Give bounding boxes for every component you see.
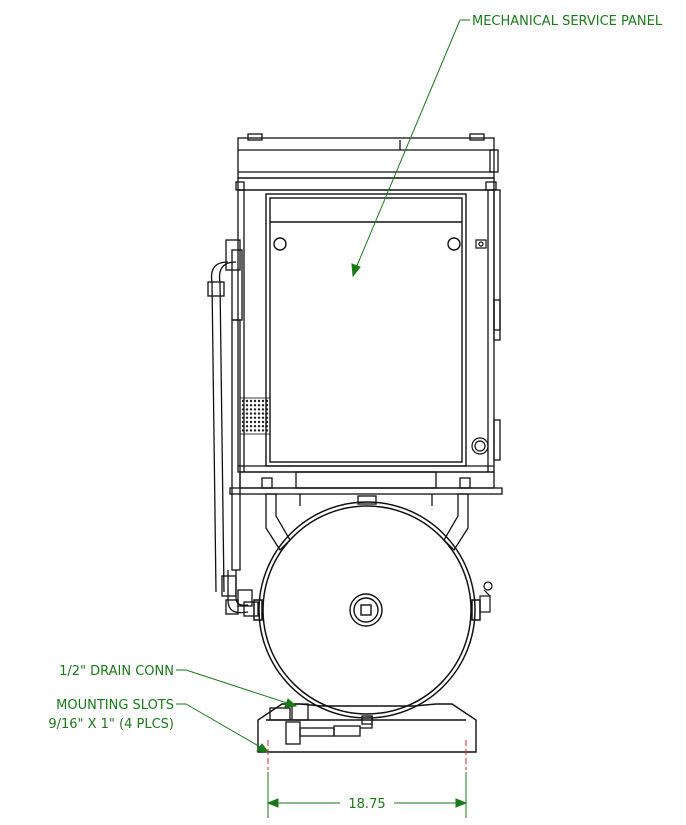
mounting-slots-callout: MOUNTING SLOTS <box>56 698 174 713</box>
width-dimension <box>266 772 468 818</box>
vent-hole <box>249 404 253 407</box>
vent-hole <box>241 412 245 415</box>
mounting-slots-size-callout: 9/16" X 1" (4 PLCS) <box>48 717 174 732</box>
vent-hole <box>261 412 265 415</box>
cabinet-top-cap <box>237 133 499 191</box>
vent-hole <box>261 429 265 432</box>
leader-lines <box>176 19 470 753</box>
vent-hole <box>253 416 257 419</box>
vent-hole <box>245 429 249 432</box>
mounting-centerlines <box>267 740 467 770</box>
vent-hole <box>241 429 245 432</box>
vent-hole <box>257 404 261 407</box>
vent-hole <box>245 416 249 419</box>
vent-hole <box>253 429 257 432</box>
vent-hole <box>245 412 249 415</box>
vent-hole <box>257 420 261 424</box>
vent-hole <box>253 399 257 403</box>
vent-hole <box>257 416 261 419</box>
vent-hole <box>249 420 253 424</box>
vent-hole <box>261 399 265 403</box>
receiver-tank <box>253 501 481 719</box>
drain-callout: 1/2" DRAIN CONN <box>59 664 174 679</box>
vent-hole <box>241 404 245 407</box>
mechanical-service-panel <box>265 193 467 467</box>
vent-hole <box>257 412 261 415</box>
vent-hole <box>261 420 265 424</box>
vent-hole <box>245 404 249 407</box>
vent-hole <box>261 425 265 428</box>
drain-valve-assembly <box>269 703 373 745</box>
vent-hole <box>245 408 249 411</box>
vent-hole <box>261 408 265 411</box>
vent-hole <box>245 420 249 424</box>
vent-hole <box>257 425 261 428</box>
vent-hole <box>253 425 257 428</box>
vent-hole <box>257 429 261 432</box>
vent-hole <box>249 416 253 419</box>
cabinet-body <box>235 181 501 473</box>
vent-hole <box>257 399 261 403</box>
vent-hole <box>249 412 253 415</box>
vent-hole <box>249 425 253 428</box>
hose-assembly <box>207 239 259 617</box>
vent-hole <box>249 408 253 411</box>
cabinet-base-frame <box>229 471 503 495</box>
vent-hole <box>245 399 249 403</box>
vent-hole <box>261 416 265 419</box>
vent-hole <box>253 404 257 407</box>
width-dimension-value: 18.75 <box>348 797 385 812</box>
vent-hole <box>253 412 257 415</box>
vent-hole <box>241 408 245 411</box>
tank-center-fitting <box>349 593 383 627</box>
vent-hole <box>241 420 245 424</box>
vent-hole <box>257 408 261 411</box>
vent-hole <box>249 399 253 403</box>
vent-hole <box>261 404 265 407</box>
vent-hole <box>249 429 253 432</box>
side-fittings <box>471 239 489 455</box>
service-panel-callout: MECHANICAL SERVICE PANEL <box>472 14 663 29</box>
vent-hole <box>245 425 249 428</box>
vent-hole <box>253 420 257 424</box>
vent-hole <box>253 408 257 411</box>
vent-hole <box>241 416 245 419</box>
vent-hole <box>241 425 245 428</box>
vent-hole <box>241 399 245 403</box>
tank-right-fitting <box>479 581 493 613</box>
